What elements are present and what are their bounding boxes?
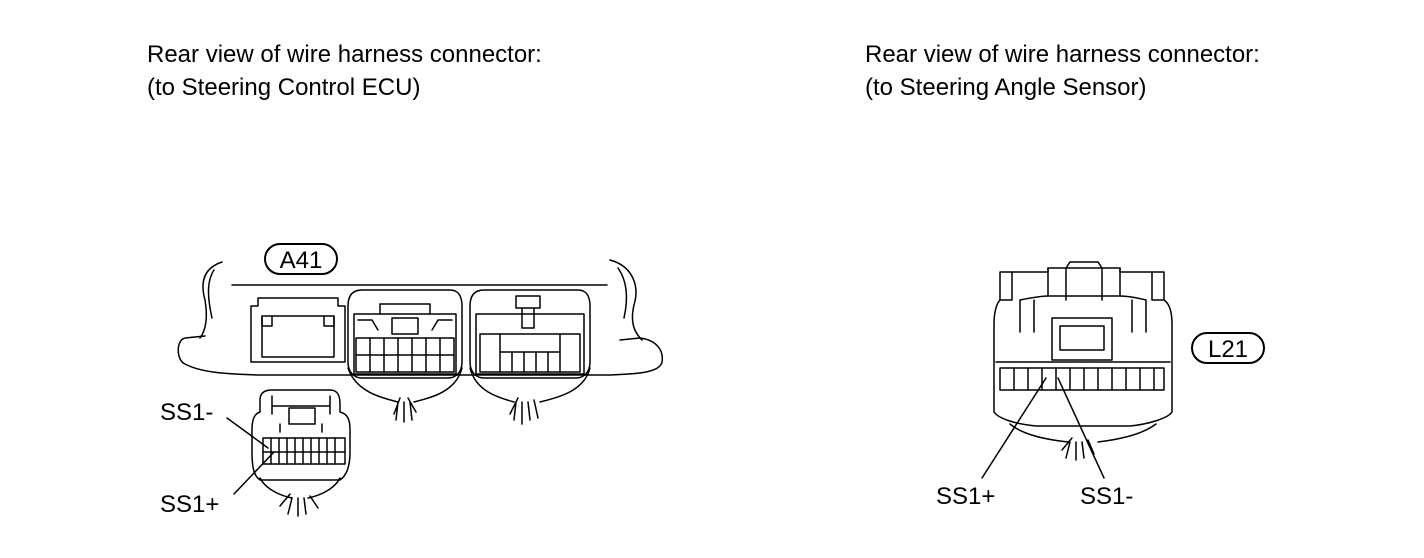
l21-code-bubble — [1191, 332, 1265, 364]
ecu-connector-caption: Rear view of wire harness connector: (to… — [147, 38, 542, 104]
ecu-socket-3 — [469, 289, 591, 425]
ecu-caption-line2: (to Steering Control ECU) — [147, 74, 421, 101]
sensor-connector-caption: Rear view of wire harness connector: (to… — [865, 38, 1260, 104]
ecu-leader-ss1-plus — [233, 451, 275, 495]
sensor-caption-line1: Rear view of wire harness connector: — [865, 41, 1260, 68]
l21-code-label: L21 — [1208, 336, 1248, 363]
ecu-housing — [177, 259, 664, 376]
ecu-caption-line1: Rear view of wire harness connector: — [147, 41, 542, 68]
sensor-leader-ss1-plus — [981, 377, 1047, 479]
sensor-pin-label-ss1-minus: SS1- — [1080, 483, 1133, 510]
a41-code-label: A41 — [280, 247, 323, 274]
ecu-pin-label-ss1-plus: SS1+ — [160, 491, 219, 518]
sensor-caption-line2: (to Steering Angle Sensor) — [865, 74, 1147, 101]
ecu-leader-ss1-minus — [226, 417, 269, 449]
ecu-socket-1 — [250, 297, 346, 363]
sensor-leader-ss1-minus — [1057, 377, 1105, 479]
ecu-socket-2 — [347, 289, 463, 423]
ecu-pin-label-ss1-minus: SS1- — [160, 399, 213, 426]
ecu-ss1-connector — [251, 389, 351, 517]
a41-code-bubble — [264, 243, 338, 275]
sensor-connector — [993, 261, 1173, 461]
sensor-pin-label-ss1-plus: SS1+ — [936, 483, 995, 510]
